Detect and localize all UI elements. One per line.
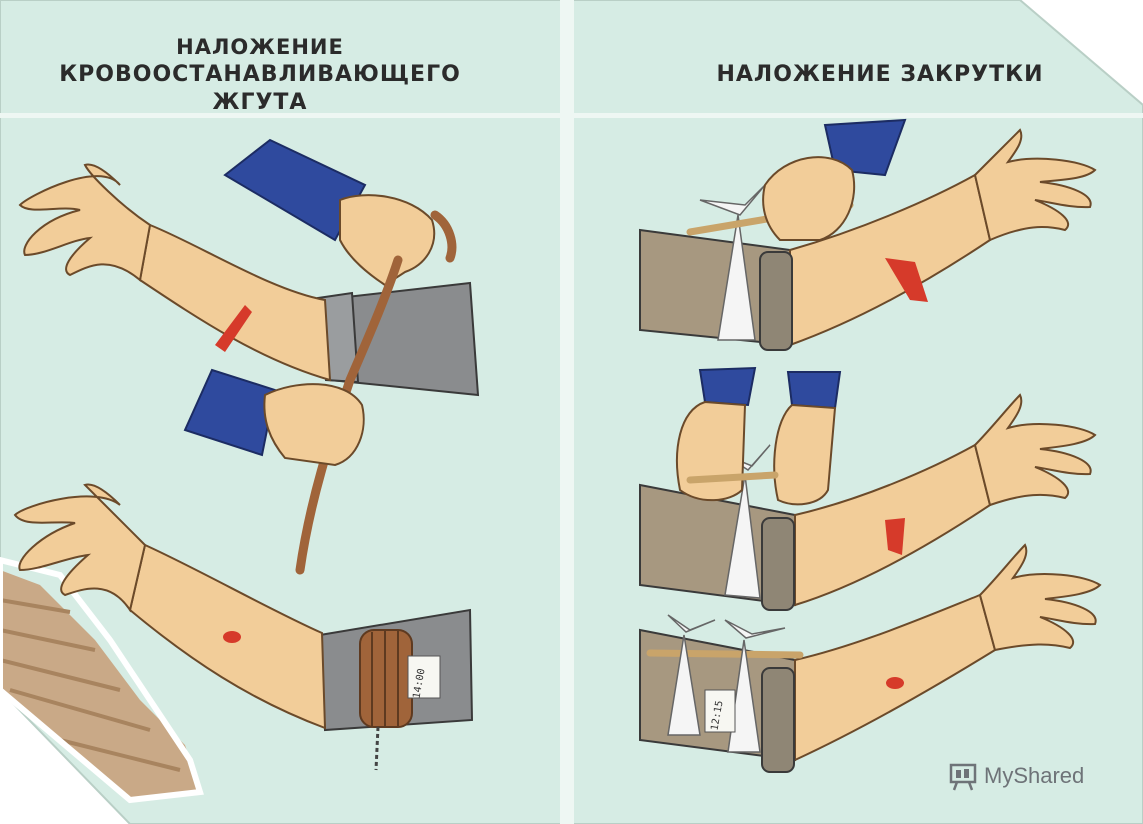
cloth-knot-left xyxy=(667,634,701,736)
watermark-text: MyShared xyxy=(984,763,1085,788)
wound xyxy=(885,518,905,555)
rubber-tourniquet xyxy=(295,210,457,575)
myshared-watermark: MyShared xyxy=(948,758,1084,794)
wound xyxy=(215,305,252,352)
wound xyxy=(886,677,904,689)
blue-sleeve-top xyxy=(223,138,367,242)
figure-tourniquet-applied: 14:00 xyxy=(13,483,474,771)
blue-sleeve-left xyxy=(698,366,757,407)
twist-band xyxy=(759,251,793,351)
cloth-tie-left xyxy=(667,614,716,633)
helper-hand xyxy=(762,156,856,241)
helper-hand-left xyxy=(676,400,747,502)
hand xyxy=(973,393,1097,507)
wound xyxy=(223,631,241,643)
wall-texture xyxy=(0,598,181,772)
cloth-tie-right xyxy=(724,619,786,639)
paper-torn-flap xyxy=(0,556,204,804)
forearm xyxy=(138,223,332,382)
presentation-board-icon xyxy=(949,763,977,791)
chain xyxy=(374,726,380,771)
cloth-knot xyxy=(724,474,761,599)
figure-twist-applied: 12:15 xyxy=(639,543,1102,773)
twist-stick xyxy=(686,471,779,484)
blue-sleeve-right xyxy=(786,371,842,410)
header-rule xyxy=(0,113,1143,118)
left-title-line-1: НАЛОЖЕНИЕ xyxy=(176,35,344,59)
twist-band xyxy=(761,667,795,773)
hand xyxy=(13,483,147,613)
wound xyxy=(885,258,928,302)
cloth-knot-right xyxy=(727,639,761,753)
right-title: НАЛОЖЕНИЕ ЗАКРУТКИ xyxy=(716,62,1044,87)
helper-hand-top xyxy=(339,194,436,287)
left-title-line-2: КРОВООСТАНАВЛИВАЮЩЕГО ЖГУТА xyxy=(59,62,461,115)
hand xyxy=(978,543,1102,652)
time-note-text: 14:00 xyxy=(412,668,428,700)
figure-tourniquet-apply xyxy=(18,138,480,575)
time-note-text: 12:15 xyxy=(710,700,726,732)
figure-twist-apply xyxy=(639,118,1097,351)
coil-lines xyxy=(371,631,399,727)
helper-hand-bottom xyxy=(263,383,365,467)
time-note-paper xyxy=(704,689,736,733)
helper-hand-right xyxy=(773,403,837,506)
figure-twist-tighten xyxy=(639,366,1097,611)
blue-sleeve xyxy=(823,118,907,177)
hand xyxy=(973,128,1097,242)
cloth-knot xyxy=(717,214,756,341)
time-note-paper xyxy=(407,655,441,699)
panel-divider xyxy=(560,0,574,824)
twist-stick xyxy=(646,649,804,659)
hand xyxy=(18,163,152,282)
twist-band xyxy=(761,517,795,611)
